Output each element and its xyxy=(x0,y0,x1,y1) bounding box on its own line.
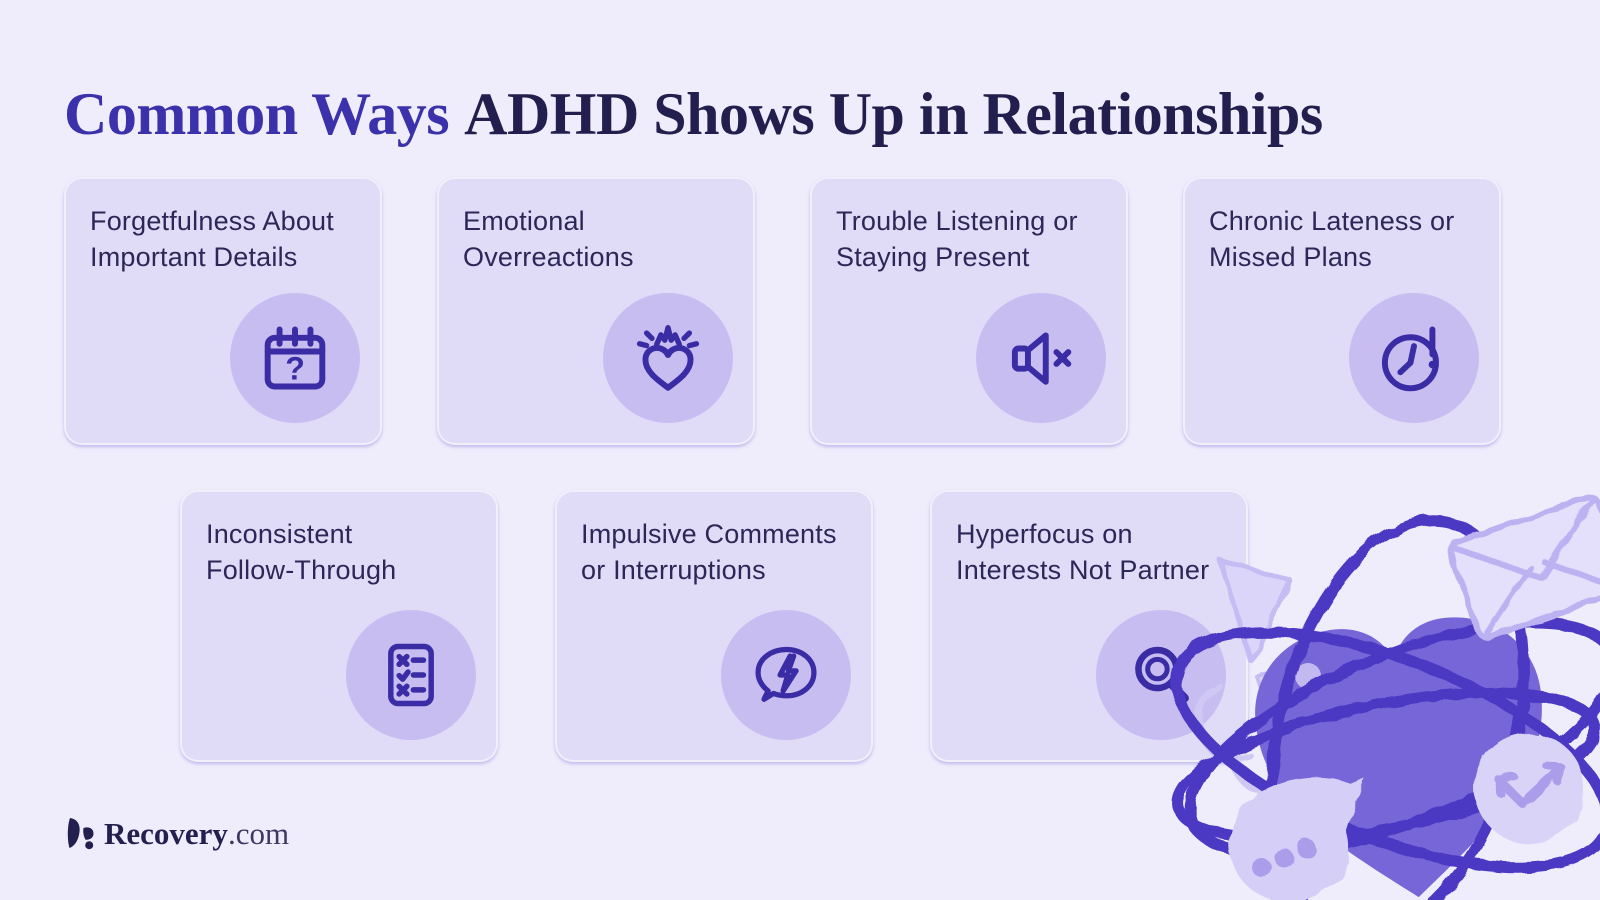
card-title: Inconsistent Follow-Through xyxy=(206,519,397,585)
calendar-question-icon: ? xyxy=(264,326,326,390)
orbit-scribbles xyxy=(1171,514,1600,900)
brand-name: Recovery xyxy=(104,815,228,851)
title-highlight: Common Ways xyxy=(64,81,450,147)
card-title: Chronic Lateness or Missed Plans xyxy=(1209,206,1455,272)
card-title: Hyperfocus on Interests Not Partner xyxy=(956,519,1210,585)
card-impulsive-comments: Impulsive Comments or Interruptions xyxy=(555,490,873,762)
card-emotional-overreactions: Emotional Overreactions xyxy=(437,177,755,445)
speech-bubble-bolt-icon xyxy=(755,646,817,702)
clock-arrows-icon xyxy=(1474,733,1584,843)
icon-circle xyxy=(603,293,733,423)
icon-circle xyxy=(721,610,851,740)
heart-scribble-illustration xyxy=(1171,494,1600,900)
card-inconsistent-followthrough: Inconsistent Follow-Through xyxy=(180,490,498,762)
recovery-logo-icon xyxy=(67,818,94,850)
title-rest: ADHD Shows Up in Relationships xyxy=(464,81,1323,147)
card-trouble-listening: Trouble Listening or Staying Present xyxy=(810,177,1128,445)
card-title: Trouble Listening or Staying Present xyxy=(836,206,1078,272)
card-chronic-lateness: Chronic Lateness or Missed Plans xyxy=(1183,177,1501,445)
exploding-heart-icon xyxy=(636,325,700,391)
brand-suffix: .com xyxy=(227,815,290,851)
card-title: Impulsive Comments or Interruptions xyxy=(581,519,837,585)
card-title: Forgetfulness About Important Details xyxy=(90,206,334,272)
brand-text: Recovery.com xyxy=(104,818,289,849)
card-row-bottom: Inconsistent Follow-Through Impulsive xyxy=(180,490,1248,762)
checklist-icon xyxy=(388,643,434,707)
icon-circle xyxy=(346,610,476,740)
brand-logo: Recovery.com xyxy=(64,816,289,850)
muted-speaker-icon xyxy=(1011,332,1072,385)
svg-text:?: ? xyxy=(285,350,305,386)
speech-bubble-dots-icon xyxy=(1229,777,1364,900)
card-title: Emotional Overreactions xyxy=(463,206,634,272)
card-forgetfulness: Forgetfulness About Important Details ? xyxy=(64,177,382,445)
icon-circle xyxy=(1349,293,1479,423)
envelope-icon xyxy=(1447,494,1600,640)
icon-circle: ? xyxy=(230,293,360,423)
icon-circle xyxy=(976,293,1106,423)
card-row-top: Forgetfulness About Important Details ? … xyxy=(64,177,1501,445)
clock-alert-icon xyxy=(1381,326,1439,392)
